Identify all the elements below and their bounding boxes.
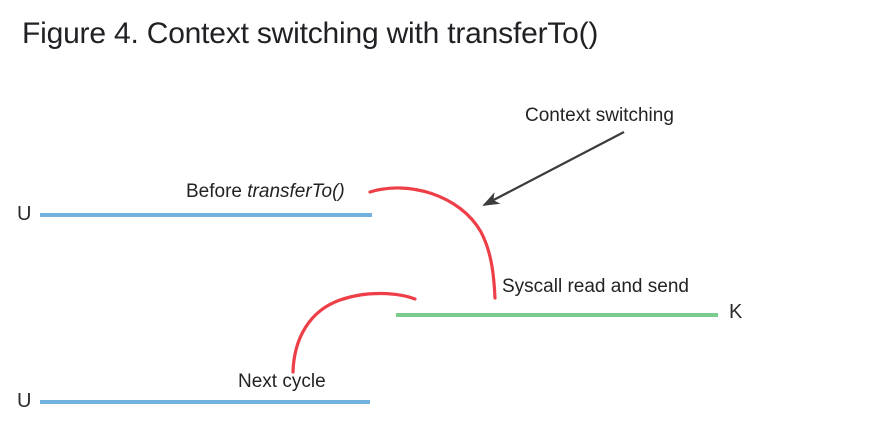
user-space-label-top: U: [17, 203, 32, 225]
next-cycle-label: Next cycle: [238, 371, 326, 392]
before-transfer-label: Before transferTo(): [186, 181, 345, 202]
context-switching-label: Context switching: [525, 105, 674, 126]
context-switching-arrow: [482, 130, 625, 207]
before-transfer-method: transferTo(): [247, 181, 345, 202]
before-transfer-prefix: Before: [186, 181, 248, 202]
figure-title: Figure 4. Context switching with transfe…: [22, 17, 599, 50]
context-switch-curve-up: [291, 291, 417, 374]
user-space-label-bottom: U: [17, 390, 32, 412]
context-switch-curve-down: [368, 186, 497, 300]
syscall-label: Syscall read and send: [502, 276, 689, 297]
kernel-space-label: K: [729, 301, 743, 323]
